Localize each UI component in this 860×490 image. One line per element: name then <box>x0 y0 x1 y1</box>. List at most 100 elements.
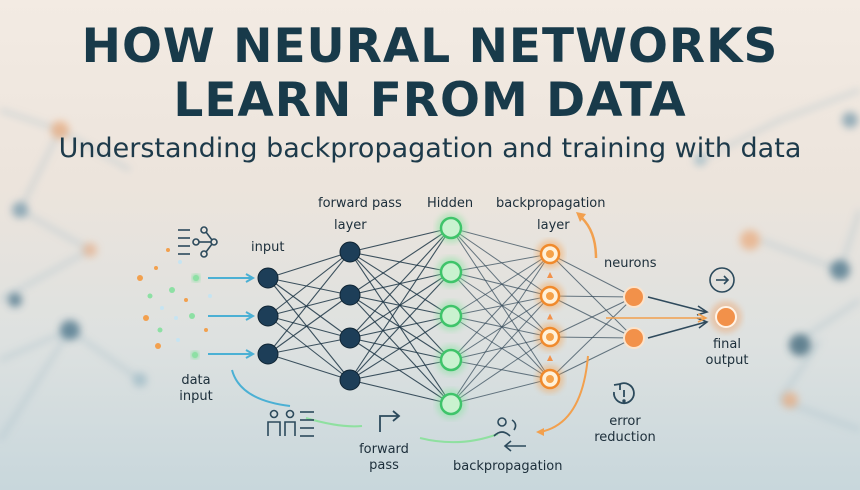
connection-line <box>349 315 452 339</box>
label-layer-right: layer <box>537 218 570 233</box>
hidden-node <box>436 301 466 331</box>
page-title-line-2: LEARN FROM DATA <box>173 73 687 128</box>
label-error-line-2: reduction <box>594 430 656 445</box>
connection-line <box>450 315 551 380</box>
layer1-node <box>339 241 361 263</box>
layer1-node <box>339 284 361 306</box>
label-hidden: Hidden <box>427 196 474 211</box>
connection-line <box>450 271 551 380</box>
label-forward-pass-top: forward pass <box>318 196 402 211</box>
refresh-icon <box>709 267 735 293</box>
page-subtitle: Understanding backpropagation and traini… <box>58 133 802 164</box>
connection-line <box>450 253 551 405</box>
connection-line <box>450 253 551 361</box>
neuron-node <box>623 327 645 349</box>
backprop-step-arrow <box>547 272 553 278</box>
connection-line <box>549 337 635 380</box>
connection-line <box>450 253 551 273</box>
label-layer-left: layer <box>334 218 367 233</box>
list-network-icon <box>178 226 218 258</box>
input-node <box>257 305 279 327</box>
backprop-layer-node <box>536 365 564 393</box>
connection-line <box>450 295 551 361</box>
connection-line <box>267 353 351 381</box>
connection-line <box>349 271 452 339</box>
input-arrows <box>208 273 256 359</box>
label-data-input-line-1: data <box>181 373 211 388</box>
connection-line <box>267 251 351 317</box>
layer1-node <box>339 327 361 349</box>
connection-line <box>450 295 551 405</box>
label-data-input-line-2: input <box>179 389 213 404</box>
connection-line <box>549 296 635 380</box>
connection-line <box>349 315 452 381</box>
connection-line <box>450 336 551 405</box>
connection-line <box>349 227 452 381</box>
connection-line <box>349 271 452 381</box>
connection-line <box>267 277 351 296</box>
hidden-node <box>436 345 466 375</box>
connection-line <box>450 295 551 317</box>
connection-line <box>349 337 452 361</box>
connection-line <box>450 336 551 361</box>
forward-arrow-icon <box>379 410 401 432</box>
connection-line <box>267 294 351 317</box>
connection-line <box>349 379 452 405</box>
network-nodes <box>257 213 645 419</box>
label-forward-pass-bottom-2: pass <box>369 458 399 473</box>
connection-line <box>267 315 351 381</box>
backprop-up-arrow <box>576 212 598 259</box>
connection-line <box>267 337 351 355</box>
connection-line <box>349 227 452 296</box>
connection-line <box>349 359 452 381</box>
connection-line <box>450 227 551 297</box>
connection-line <box>450 253 551 317</box>
label-final-output-line-2: output <box>705 353 749 368</box>
backprop-layer-node <box>536 323 564 351</box>
connection-line <box>549 295 635 298</box>
page-title-line-1: HOW NEURAL NETWORKS <box>81 19 779 74</box>
backprop-step-arrow <box>547 355 553 361</box>
backprop-layer-node <box>536 282 564 310</box>
label-backprop-top: backpropagation <box>496 196 606 211</box>
label-neurons: neurons <box>604 256 657 271</box>
connection-line <box>349 227 452 339</box>
forward-connections <box>267 227 452 405</box>
final-output-node <box>710 301 742 333</box>
people-list-icon <box>267 409 314 437</box>
connection-line <box>450 359 551 380</box>
connection-line <box>267 277 351 339</box>
hidden-node <box>436 257 466 287</box>
label-forward-pass-bottom-1: forward <box>359 442 409 457</box>
data-particles <box>137 248 212 359</box>
connection-line <box>549 253 635 298</box>
connection-line <box>450 271 551 338</box>
layer1-node <box>339 369 361 391</box>
connection-line <box>450 227 551 380</box>
output-arrows <box>606 296 709 339</box>
connection-line <box>450 227 551 338</box>
backprop-step-arrow <box>547 313 553 320</box>
neuron-node <box>623 286 645 308</box>
connection-line <box>267 277 351 381</box>
connection-line <box>450 227 551 255</box>
label-backprop-bottom: backpropagation <box>453 459 563 474</box>
hidden-node <box>436 389 466 419</box>
people-back-icon <box>493 417 526 452</box>
connection-line <box>267 251 351 355</box>
label-final-output-line-1: final <box>712 337 741 352</box>
connection-line <box>450 378 551 405</box>
connection-line <box>267 251 351 279</box>
connection-line <box>549 296 635 338</box>
connection-line <box>450 271 551 297</box>
hidden-node <box>436 213 466 243</box>
error-clock-icon <box>613 382 635 405</box>
label-error-line-1: error <box>609 414 641 429</box>
label-input: input <box>251 240 285 255</box>
backprop-connections <box>450 227 635 405</box>
connection-line <box>349 227 452 253</box>
connection-line <box>267 315 351 339</box>
backprop-layer-node <box>536 240 564 268</box>
